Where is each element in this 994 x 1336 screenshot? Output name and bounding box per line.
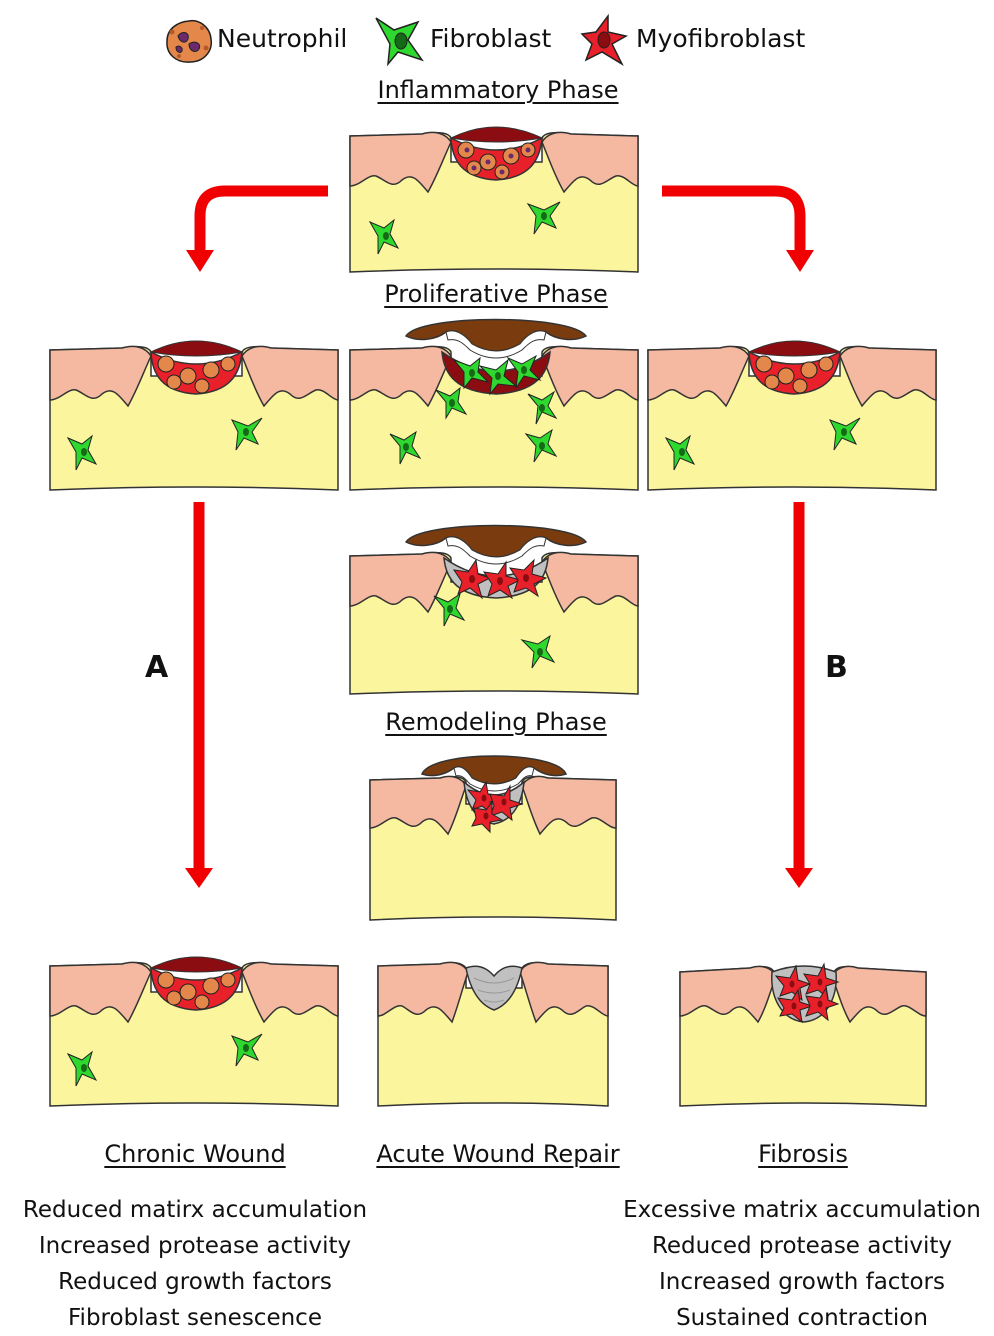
arrowhead-left-top xyxy=(186,250,214,272)
myofibroblast-transition-panel xyxy=(350,516,640,696)
fibrosis-panel xyxy=(680,942,928,1108)
fibrosis-feature-4: Sustained contraction xyxy=(610,1300,994,1336)
neutrophil-legend-icon xyxy=(164,18,214,64)
inflammatory-wound-panel xyxy=(350,110,640,274)
chronic-feature-3: Reduced growth factors xyxy=(0,1264,390,1300)
fibroblast-legend-icon xyxy=(374,14,426,66)
fibrosis-feature-2: Reduced protease activity xyxy=(610,1228,994,1264)
fibrosis-title: Fibrosis xyxy=(728,1140,878,1168)
myofibroblast-legend-icon xyxy=(578,14,630,66)
pathway-b-label: B xyxy=(825,650,848,685)
chronic-feature-1: Reduced matirx accumulation xyxy=(0,1192,390,1228)
acute-repair-title: Acute Wound Repair xyxy=(362,1140,634,1168)
fibrosis-feature-1: Excessive matrix accumulation xyxy=(610,1192,994,1228)
legend-neutrophil-label: Neutrophil xyxy=(217,24,347,53)
proliferative-left-panel xyxy=(50,324,340,492)
fibrosis-features: Excessive matrix accumulation Reduced pr… xyxy=(610,1192,994,1336)
arrowhead-b xyxy=(785,868,813,888)
arrowhead-a xyxy=(185,868,213,888)
chronic-wound-features: Reduced matirx accumulation Increased pr… xyxy=(0,1192,390,1336)
chronic-feature-4: Fibroblast senescence xyxy=(0,1300,390,1336)
remodeling-panel xyxy=(370,744,618,922)
chronic-wound-panel xyxy=(50,940,340,1108)
proliferative-right-panel xyxy=(648,324,938,492)
pathway-a-label: A xyxy=(145,650,168,685)
proliferative-center-panel xyxy=(350,310,640,492)
arrowhead-right-top xyxy=(786,250,814,272)
arrow-inflammatory-to-chronic xyxy=(200,191,328,250)
chronic-wound-title: Chronic Wound xyxy=(70,1140,320,1168)
arrow-inflammatory-to-fibrosis xyxy=(662,191,800,250)
proliferative-phase-title: Proliferative Phase xyxy=(372,280,620,308)
acute-repair-panel xyxy=(378,942,610,1108)
fibrosis-feature-3: Increased growth factors xyxy=(610,1264,994,1300)
inflammatory-phase-title: Inflammatory Phase xyxy=(372,76,624,104)
legend-myofibroblast-label: Myofibroblast xyxy=(636,24,805,53)
chronic-feature-2: Increased protease activity xyxy=(0,1228,390,1264)
legend-fibroblast-label: Fibroblast xyxy=(430,24,551,53)
remodeling-phase-title: Remodeling Phase xyxy=(372,708,620,736)
